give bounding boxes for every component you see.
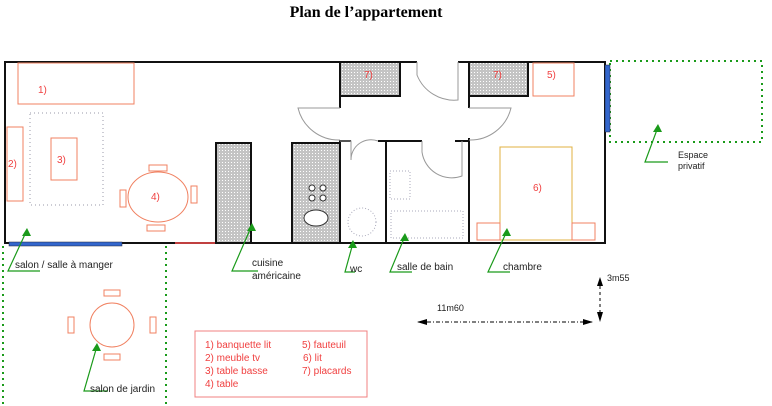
window-chambre: [604, 64, 611, 133]
mark-1: 1): [38, 85, 47, 96]
window-salon: [8, 241, 123, 247]
mark-6: 6): [533, 183, 542, 194]
legend-item: 1) banquette lit: [205, 340, 271, 351]
label-jardin: salon de jardin: [90, 384, 155, 395]
toilet-icon: [347, 207, 377, 237]
label-salle-de-bain: salle de bain: [397, 262, 453, 273]
legend-item: 6) lit: [303, 353, 322, 364]
mark-2: 2): [8, 159, 17, 170]
label-wc: wc: [349, 264, 362, 275]
mark-4: 4): [151, 192, 160, 203]
label-privatif: privatif: [678, 161, 705, 171]
garden-table: [89, 302, 135, 348]
legend: 1) banquette lit 2) meuble tv 3) table b…: [194, 330, 368, 398]
rug: [29, 112, 104, 206]
page-title: Plan de l’appartement: [290, 4, 444, 21]
mark-7-right: 7): [493, 70, 502, 81]
dimension-lines: [417, 277, 603, 325]
fauteuil: [532, 62, 575, 97]
legend-item: 5) fauteuil: [302, 340, 346, 351]
label-salon: salon / salle à manger: [15, 260, 114, 271]
dimension-length: 11m60: [437, 303, 464, 313]
dimension-width: 3m55: [607, 273, 630, 283]
closet-left: [339, 61, 401, 97]
label-pointers: [7, 124, 668, 392]
label-espace: Espace: [678, 150, 708, 160]
basin-icon: [389, 170, 411, 200]
legend-item: 2) meuble tv: [205, 353, 260, 364]
legend-item: 7) placards: [302, 366, 351, 377]
outdoor-boundaries: [2, 60, 763, 406]
legend-item: 4) table: [205, 379, 239, 390]
doors: [297, 62, 512, 179]
meuble-tv: [6, 126, 24, 202]
label-cuisine-2: américaine: [252, 271, 301, 282]
table: [127, 171, 189, 223]
table-basse: [50, 137, 78, 181]
sink-icon: [303, 209, 329, 227]
stove-icon: [308, 184, 327, 202]
lit: [499, 146, 573, 241]
label-cuisine: cuisine: [252, 258, 284, 269]
closet-right: [468, 61, 529, 97]
mark-7-left: 7): [364, 70, 373, 81]
mark-3: 3): [57, 155, 66, 166]
mark-5: 5): [547, 70, 556, 81]
label-chambre: chambre: [503, 262, 542, 273]
legend-item: 3) table basse: [205, 366, 268, 377]
bathtub-icon: [390, 210, 464, 239]
banquette-lit: [17, 62, 135, 105]
